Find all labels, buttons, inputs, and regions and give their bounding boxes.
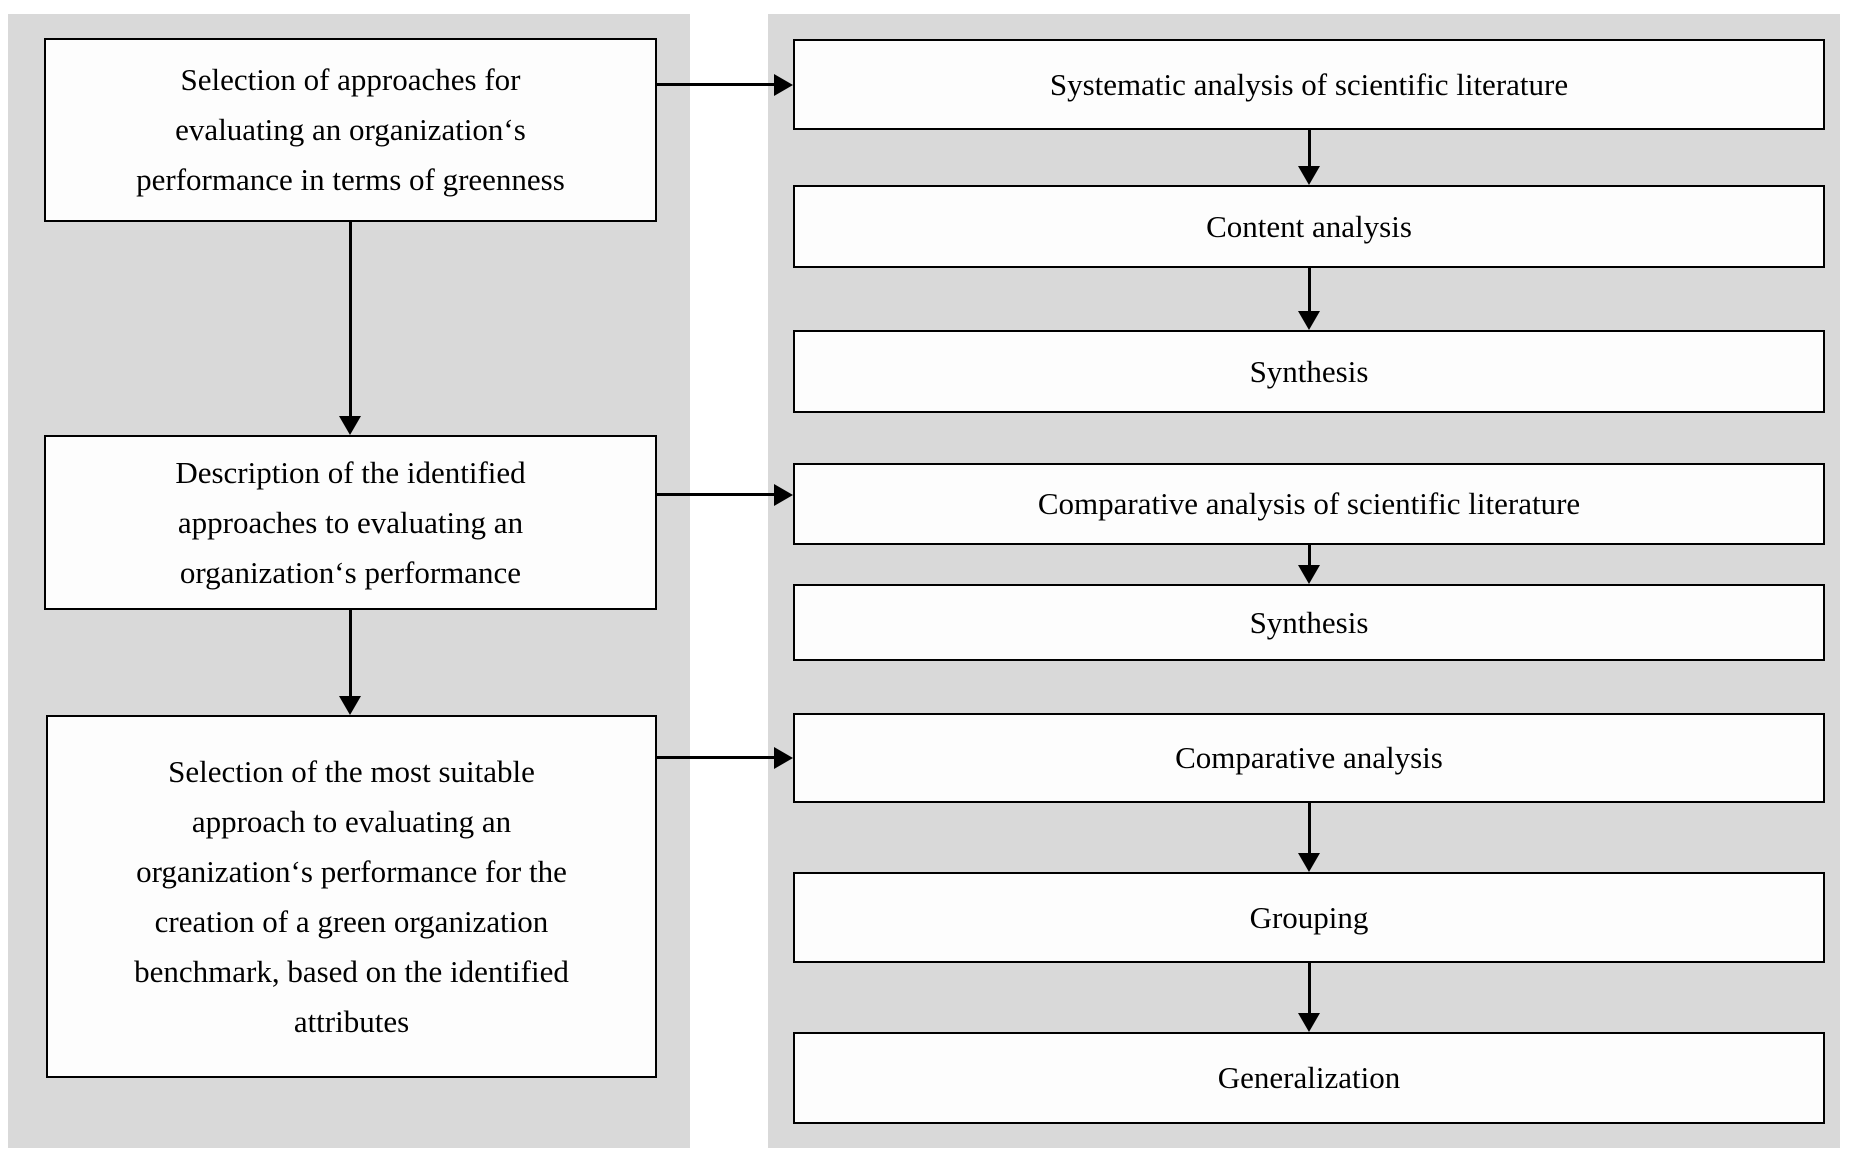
method-label: Comparative analysis of scientific liter… [1037, 486, 1581, 521]
right-arrowhead-icon [774, 747, 793, 769]
stage-text-line: evaluating an organization‘s [175, 112, 526, 147]
down-arrowhead-icon [339, 416, 361, 435]
stage-text-line: Description of the identified [175, 454, 526, 490]
arrow-shaft [1308, 803, 1311, 855]
stage-box-description-of-approaches: Description of the identified approaches… [44, 435, 657, 610]
method-label: Grouping [1249, 899, 1369, 935]
stage-text-line: Selection of approaches for [180, 62, 521, 97]
down-arrowhead-icon [1298, 166, 1320, 185]
method-label: Comparative analysis [1175, 740, 1443, 775]
method-box-grouping: Grouping [793, 872, 1825, 963]
method-label: Synthesis [1249, 604, 1369, 640]
arrow-shaft [657, 83, 777, 86]
stage-text-line: Selection of the most suitable [168, 753, 535, 789]
method-box-comparative-analysis: Comparative analysis [793, 713, 1825, 803]
method-box-content-analysis: Content analysis [793, 185, 1825, 268]
stage-text-line: approach to evaluating an [191, 803, 512, 839]
stage-text-line: organization‘s performance [179, 554, 522, 590]
arrow-shaft [1308, 963, 1311, 1015]
stage-text-line: creation of a green organization [154, 903, 549, 939]
arrow-shaft [1308, 130, 1311, 168]
method-box-comparative-analysis-literature: Comparative analysis of scientific liter… [793, 463, 1825, 545]
method-label: Generalization [1217, 1060, 1401, 1095]
right-arrowhead-icon [774, 74, 793, 96]
arrow-shaft [657, 493, 777, 496]
method-label: Synthesis [1249, 353, 1369, 389]
stage-text-line: attributes [293, 1003, 410, 1039]
stage-text-line: benchmark, based on the identified [134, 953, 569, 989]
arrow-shaft [657, 756, 777, 759]
right-arrowhead-icon [774, 484, 793, 506]
method-box-systematic-analysis: Systematic analysis of scientific litera… [793, 39, 1825, 130]
down-arrowhead-icon [1298, 311, 1320, 330]
stage-text-line: organization‘s performance for the [136, 853, 567, 889]
arrow-shaft [349, 610, 352, 698]
method-box-synthesis-2: Synthesis [793, 584, 1825, 661]
down-arrowhead-icon [1298, 1013, 1320, 1032]
stage-text-line: approaches to evaluating an [177, 504, 524, 540]
down-arrowhead-icon [339, 696, 361, 715]
arrow-shaft [1308, 268, 1311, 313]
method-label: Systematic analysis of scientific litera… [1049, 66, 1569, 102]
method-box-synthesis-1: Synthesis [793, 330, 1825, 413]
stage-box-selection-of-approaches: Selection of approaches for evaluating a… [44, 38, 657, 222]
arrow-shaft [1308, 545, 1311, 567]
stage-box-selection-of-suitable-approach: Selection of the most suitable approach … [46, 715, 657, 1078]
method-label: Content analysis [1206, 208, 1412, 244]
stage-text-line: performance in terms of greenness [136, 162, 565, 197]
down-arrowhead-icon [1298, 853, 1320, 872]
arrow-shaft [349, 222, 352, 418]
down-arrowhead-icon [1298, 565, 1320, 584]
method-box-generalization: Generalization [793, 1032, 1825, 1124]
